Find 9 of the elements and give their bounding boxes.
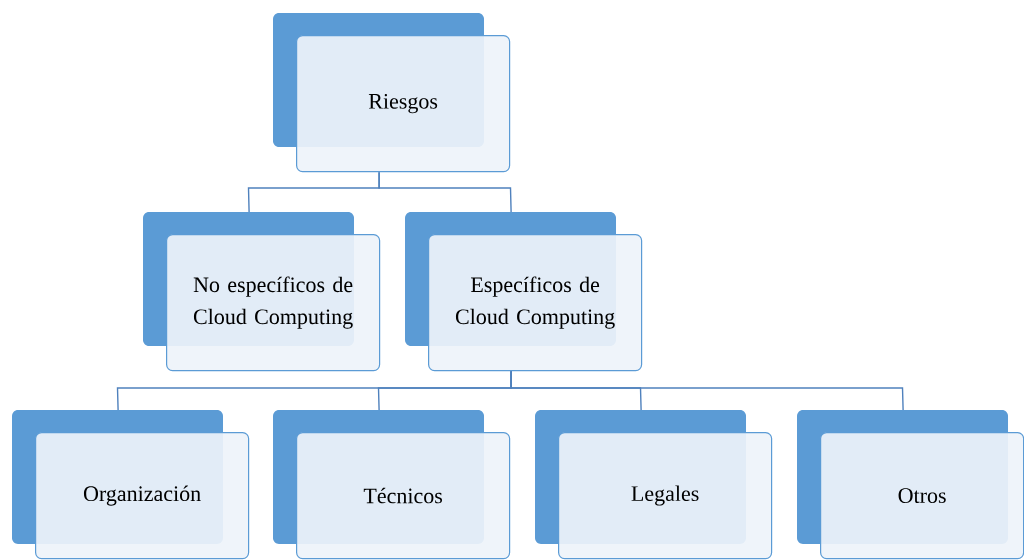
box: Riesgos bbox=[273, 13, 511, 173]
box: No específicos de Cloud Computing bbox=[143, 212, 381, 372]
connector bbox=[510, 370, 904, 411]
connector bbox=[378, 171, 512, 213]
box: Específicos de Cloud Computing bbox=[405, 212, 643, 372]
box: Legales bbox=[535, 410, 773, 560]
box: Técnicos bbox=[273, 410, 511, 560]
box: Organización bbox=[12, 410, 250, 560]
box: Otros bbox=[797, 410, 1024, 560]
